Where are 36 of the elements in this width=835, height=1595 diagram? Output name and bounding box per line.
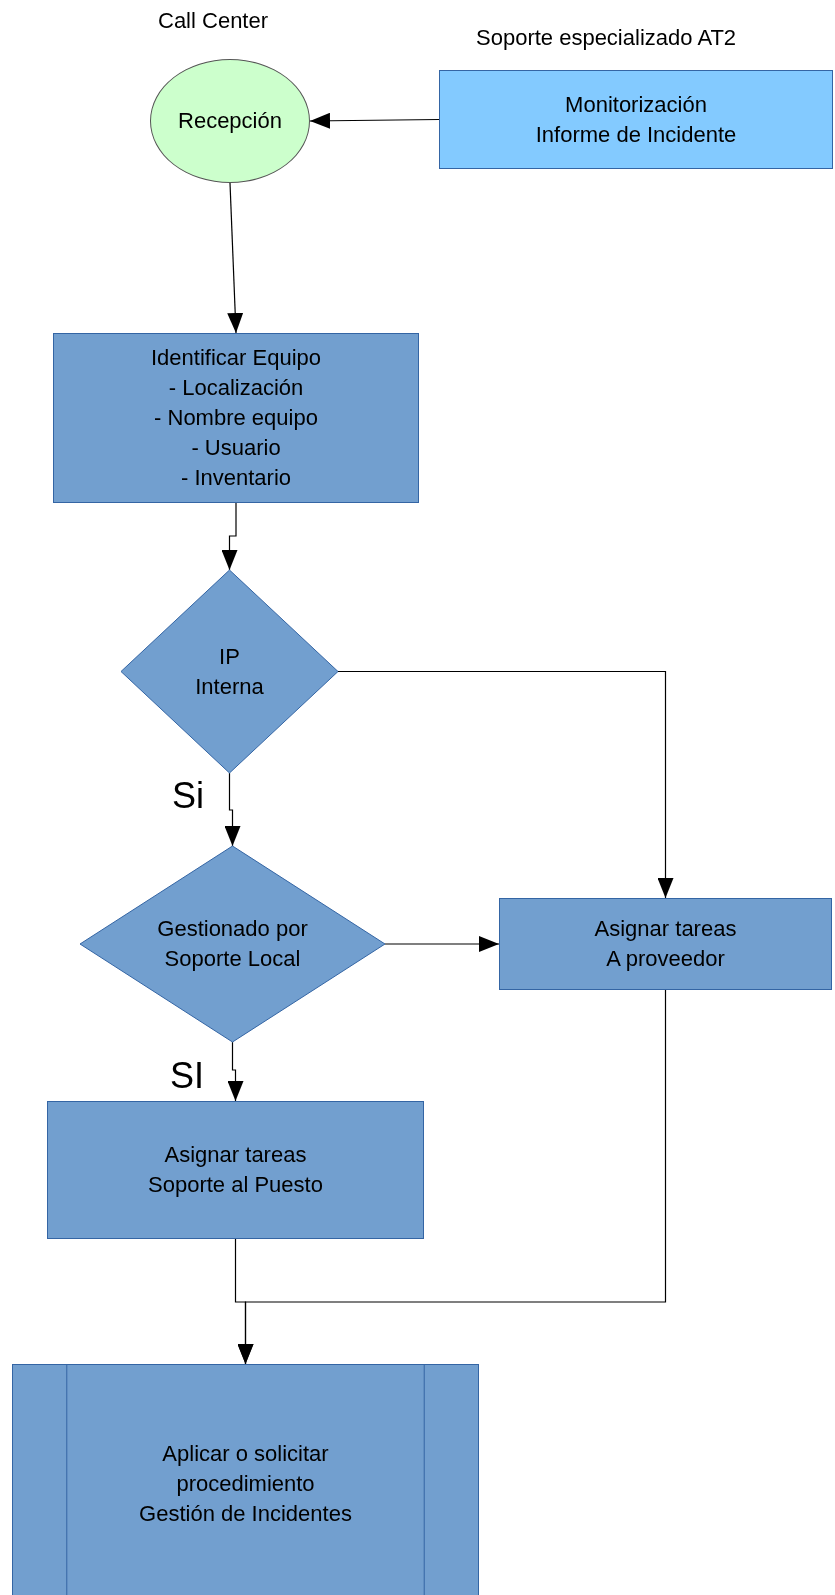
node-text: Asignar tareas — [164, 1141, 307, 1170]
arrow — [227, 1041, 244, 1102]
node-text: Interna — [195, 672, 264, 701]
node-text: - Nombre equipo — [154, 404, 318, 433]
column-heading: Call Center — [158, 8, 269, 34]
process-box — [47, 1101, 424, 1239]
predefined-process-box — [12, 1364, 479, 1595]
node-text: Aplicar o solicitar — [162, 1440, 329, 1469]
arrow — [337, 670, 674, 899]
arrow — [384, 936, 500, 952]
decision-diamond — [121, 570, 338, 773]
node-text: A proveedor — [606, 945, 725, 973]
process-box — [53, 333, 419, 503]
node-text: Soporte Local — [164, 945, 301, 973]
node-text: IP — [219, 642, 240, 671]
node-text: Identificar Equipo — [151, 344, 321, 373]
node-text: Gestión de Incidentes — [139, 1499, 352, 1528]
node-text: - Localización — [168, 374, 304, 403]
node-text: Asignar tareas — [594, 915, 737, 944]
node-text: - Usuario — [191, 433, 281, 462]
arrow — [237, 989, 667, 1365]
arrow — [221, 502, 238, 571]
process-box — [439, 70, 833, 169]
node-text: Recepción — [178, 107, 282, 136]
node-text: Soporte al Puesto — [148, 1171, 323, 1199]
node-text: Monitorización — [565, 90, 707, 119]
arrow — [227, 182, 244, 334]
node-text: procedimiento — [176, 1470, 315, 1499]
column-heading: Soporte especializado AT2 — [476, 25, 737, 51]
process-box — [499, 898, 832, 990]
decision-diamond — [80, 846, 385, 1042]
arrow — [224, 772, 241, 847]
node-text: Informe de Incidente — [535, 120, 737, 149]
node-text: - Inventario — [180, 463, 292, 492]
arrow — [309, 112, 440, 129]
node-text: Gestionado por — [157, 915, 308, 944]
